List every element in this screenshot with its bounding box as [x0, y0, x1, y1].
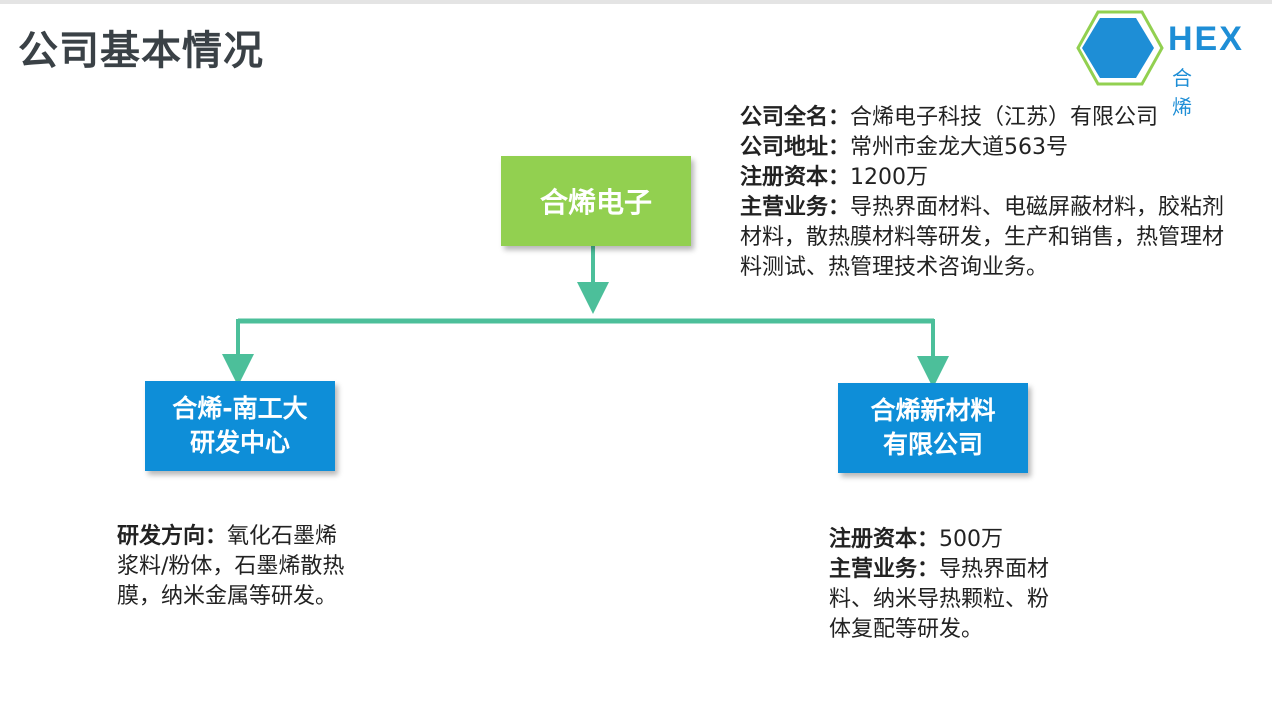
rd-center-info: 研发方向：氧化石墨烯浆料/粉体，石墨烯散热膜，纳米金属等研发。 [117, 524, 345, 609]
rd-center-name-line2: 研发中心 [189, 428, 290, 457]
main-company-info: 公司全名：合烯电子科技（江苏）有限公司 公司地址：常州市金龙大道563号 注册资… [740, 103, 1240, 283]
company-logo [1076, 10, 1164, 86]
new-materials-info: 注册资本：500万 主营业务：导热界面材料、纳米导热颗粒、粉体复配等研发。 [829, 525, 1069, 645]
info-row-business: 主营业务：导热界面材料、纳米导热颗粒、粉体复配等研发。 [829, 557, 1050, 642]
info-row-capital: 注册资本：1200万 [740, 165, 929, 190]
info-row-full-name: 公司全名：合烯电子科技（江苏）有限公司 [740, 105, 1159, 130]
info-row-address: 公司地址：常州市金龙大道563号 [740, 135, 1069, 160]
top-divider [0, 0, 1272, 4]
logo-text: HEX [1168, 20, 1244, 58]
page-title: 公司基本情况 [18, 28, 264, 74]
main-company-name: 合烯电子 [539, 186, 652, 219]
main-company-box: 合烯电子 [501, 156, 691, 246]
info-row-capital: 注册资本：500万 [829, 527, 1004, 552]
new-materials-name-line2: 有限公司 [882, 430, 983, 459]
hexagon-icon [1076, 10, 1164, 86]
hexagon-icon [1082, 18, 1154, 78]
rd-center-box: 合烯-南工大 研发中心 [145, 381, 335, 471]
info-row-business: 主营业务：导热界面材料、电磁屏蔽材料，胶粘剂材料，散热膜材料等研发，生产和销售，… [740, 195, 1225, 280]
new-materials-box: 合烯新材料 有限公司 [838, 383, 1028, 473]
rd-center-name-line1: 合烯-南工大 [172, 394, 308, 423]
new-materials-name-line1: 合烯新材料 [870, 396, 996, 425]
logo-subtitle: 合 烯 [1172, 66, 1222, 119]
